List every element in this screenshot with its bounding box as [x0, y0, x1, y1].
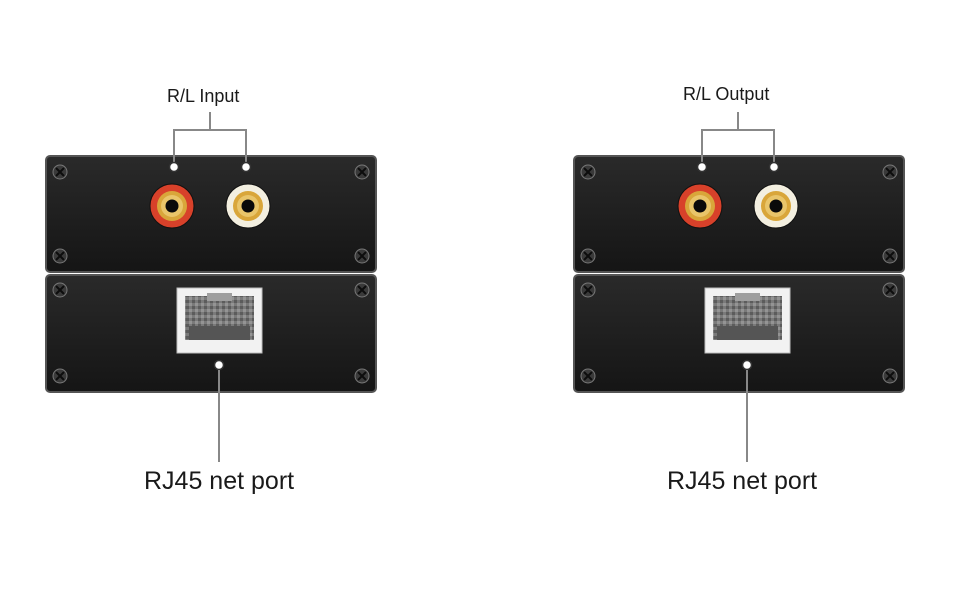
left-transmitter-unit [45, 112, 377, 462]
callout-dot [168, 161, 180, 173]
rca-white-jack-icon [225, 183, 271, 229]
audio-callout [701, 112, 775, 165]
audio-panel [573, 155, 905, 273]
screw-icon [882, 368, 898, 384]
rca-white-jack-icon [753, 183, 799, 229]
rca-red-jack-icon [149, 183, 195, 229]
audio-panel [45, 155, 377, 273]
screw-icon [580, 164, 596, 180]
screw-icon [882, 164, 898, 180]
callout-dot [213, 359, 225, 371]
audio-callout [173, 112, 247, 165]
callout-dot [741, 359, 753, 371]
screw-icon [354, 282, 370, 298]
screw-icon [52, 368, 68, 384]
screw-icon [52, 248, 68, 264]
screw-icon [580, 282, 596, 298]
screw-icon [882, 248, 898, 264]
screw-icon [354, 368, 370, 384]
callout-dot [240, 161, 252, 173]
screw-icon [354, 248, 370, 264]
screw-icon [354, 164, 370, 180]
screw-icon [580, 248, 596, 264]
right-audio-label: R/L Output [683, 84, 770, 104]
left-audio-label: R/L Input [167, 86, 240, 106]
callout-dot [696, 161, 708, 173]
callout-dot [768, 161, 780, 173]
right-port-label: RJ45 net port [667, 467, 818, 495]
rj45-port-icon [704, 287, 791, 354]
rj45-port-icon [176, 287, 263, 354]
screw-icon [52, 282, 68, 298]
rca-red-jack-icon [677, 183, 723, 229]
screw-icon [52, 164, 68, 180]
screw-icon [882, 282, 898, 298]
screw-icon [580, 368, 596, 384]
left-port-label: RJ45 net port [144, 467, 295, 495]
right-receiver-unit [573, 112, 905, 462]
